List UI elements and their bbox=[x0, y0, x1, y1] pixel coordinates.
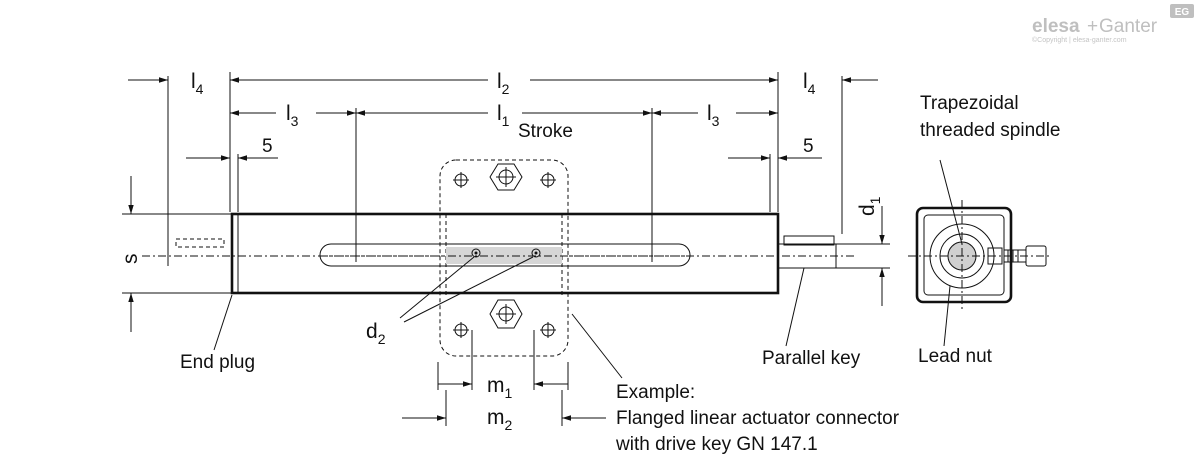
slide-screws bbox=[471, 248, 541, 258]
callout-parallel-key: Parallel key bbox=[762, 348, 861, 369]
label-l3-right: l3 bbox=[707, 102, 720, 129]
label-d2: d2 bbox=[366, 320, 386, 347]
callout-lead-nut: Lead nut bbox=[918, 346, 993, 367]
flange-connector bbox=[439, 159, 569, 357]
parallel-key bbox=[783, 235, 835, 246]
extension-lines bbox=[167, 72, 843, 266]
callout-example-line2: Flanged linear actuator connector bbox=[616, 408, 900, 429]
callout-spindle-line2: threaded spindle bbox=[920, 120, 1061, 141]
s-dimension bbox=[122, 176, 238, 332]
logo-plus: + bbox=[1087, 16, 1098, 37]
leader-lead-nut bbox=[943, 285, 951, 347]
bolt-holes bbox=[453, 172, 556, 338]
label-l2: l2 bbox=[497, 70, 510, 97]
label-l4-right: l4 bbox=[803, 70, 816, 97]
logo-badge-text: EG bbox=[1175, 7, 1190, 18]
hex-nut-bottom bbox=[489, 299, 523, 329]
side-view bbox=[908, 200, 1052, 312]
dimension-labels: l4 l2 l4 l3 l1 l3 Stroke 5 5 s d1 d2 m1 … bbox=[119, 70, 883, 433]
leader-spindle bbox=[939, 159, 963, 245]
actuator-body bbox=[175, 212, 837, 295]
leader-d2-a bbox=[399, 256, 475, 319]
logo-text-elesa: elesa bbox=[1032, 16, 1080, 37]
callout-end-plug: End plug bbox=[180, 352, 255, 373]
label-m2: m2 bbox=[487, 406, 513, 433]
label-stroke: Stroke bbox=[518, 121, 573, 142]
copyright-text: ©Copyright | elesa-ganter.com bbox=[1032, 36, 1127, 44]
leader-end-plug bbox=[213, 294, 233, 351]
spindle-shaft bbox=[777, 243, 837, 269]
callout-example-line1: Example: bbox=[616, 382, 695, 403]
callout-example-line3: with drive key GN 147.1 bbox=[615, 434, 818, 455]
label-l4-left: l4 bbox=[191, 70, 204, 97]
leader-example bbox=[571, 313, 623, 379]
brand-logo: elesa + Ganter EG ©Copyright | elesa-gan… bbox=[1032, 4, 1194, 44]
hex-nut-top bbox=[489, 163, 523, 191]
leader-parallel-key bbox=[785, 267, 805, 347]
side-outer-profile bbox=[915, 206, 1013, 304]
leader-d2-b bbox=[403, 256, 534, 323]
d1-dimension bbox=[836, 206, 890, 306]
leader-lines bbox=[213, 159, 963, 379]
logo-text-ganter: Ganter bbox=[1099, 16, 1158, 37]
dimension-lines bbox=[128, 77, 878, 426]
spindle-hidden-end bbox=[175, 238, 225, 248]
callout-spindle-line1: Trapezoidal bbox=[920, 93, 1019, 114]
label-d1: d1 bbox=[856, 196, 883, 216]
slot bbox=[319, 243, 691, 267]
label-5-left: 5 bbox=[262, 136, 273, 157]
label-m1: m1 bbox=[487, 374, 513, 401]
logo-badge bbox=[1170, 4, 1194, 18]
label-l1: l1 bbox=[497, 102, 510, 129]
flange-outline bbox=[439, 159, 569, 357]
callout-labels: End plug Parallel key Lead nut Trapezoid… bbox=[180, 93, 1061, 455]
label-l3-left: l3 bbox=[286, 102, 299, 129]
label-5-right: 5 bbox=[803, 136, 814, 157]
label-s: s bbox=[119, 254, 142, 265]
